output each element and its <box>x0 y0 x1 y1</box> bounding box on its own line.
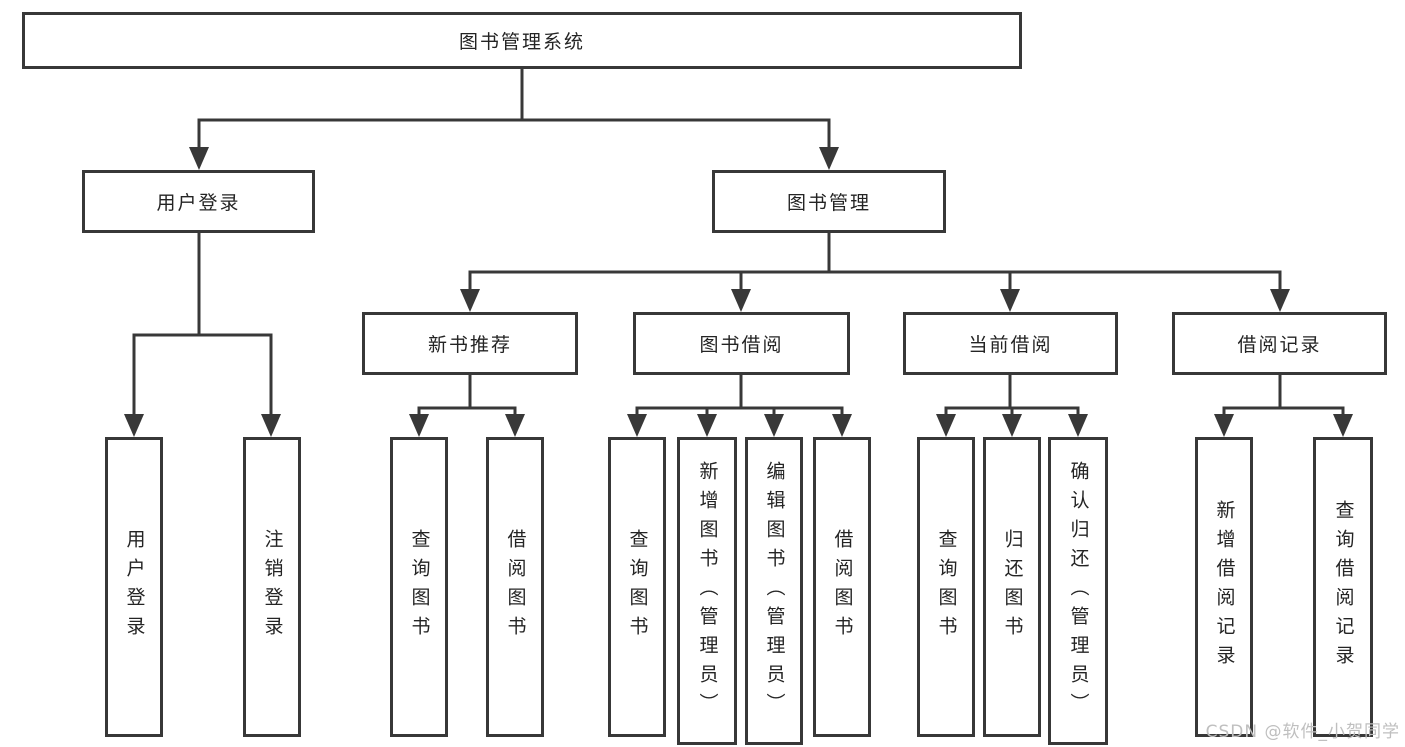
leaf-borrow-books-recommend: 借阅图书 <box>486 437 544 737</box>
leaf-edit-book-admin: 编辑图书（管理员） <box>745 437 803 745</box>
leaf-logout-label: 注销登录 <box>261 529 284 645</box>
csdn-watermark: CSDN @软件_小贺同学 <box>1205 722 1400 742</box>
leaf-query-books-current-label: 查询图书 <box>935 529 958 645</box>
leaf-return-book-label: 归还图书 <box>1001 529 1024 645</box>
node-book-management: 图书管理 <box>712 170 946 233</box>
leaf-user-login: 用户登录 <box>105 437 163 737</box>
leaf-query-borrow-record: 查询借阅记录 <box>1313 437 1373 737</box>
leaf-return-book: 归还图书 <box>983 437 1041 737</box>
leaf-borrow-books: 借阅图书 <box>813 437 871 737</box>
leaf-query-borrow-record-label: 查询借阅记录 <box>1332 500 1355 674</box>
leaf-query-books-current: 查询图书 <box>917 437 975 737</box>
leaf-confirm-return-admin-label: 确认归还（管理员） <box>1067 460 1090 722</box>
node-borrow-records: 借阅记录 <box>1172 312 1387 375</box>
leaf-add-book-admin-label: 新增图书（管理员） <box>696 460 719 722</box>
node-library-management-system: 图书管理系统 <box>22 12 1022 69</box>
leaf-query-books-recommend: 查询图书 <box>390 437 448 737</box>
leaf-borrow-books-recommend-label: 借阅图书 <box>504 529 527 645</box>
leaf-add-borrow-record: 新增借阅记录 <box>1195 437 1253 737</box>
leaf-add-borrow-record-label: 新增借阅记录 <box>1213 500 1236 674</box>
leaf-query-books-borrow-label: 查询图书 <box>626 529 649 645</box>
leaf-edit-book-admin-label: 编辑图书（管理员） <box>763 460 786 722</box>
leaf-query-books-borrow: 查询图书 <box>608 437 666 737</box>
leaf-logout: 注销登录 <box>243 437 301 737</box>
leaf-user-login-label: 用户登录 <box>123 529 146 645</box>
leaf-borrow-books-label: 借阅图书 <box>831 529 854 645</box>
leaf-query-books-recommend-label: 查询图书 <box>408 529 431 645</box>
node-book-borrow: 图书借阅 <box>633 312 850 375</box>
leaf-add-book-admin: 新增图书（管理员） <box>677 437 737 745</box>
arrowheads <box>124 147 1353 437</box>
node-new-book-recommend: 新书推荐 <box>362 312 578 375</box>
node-user-login-group: 用户登录 <box>82 170 315 233</box>
leaf-confirm-return-admin: 确认归还（管理员） <box>1048 437 1108 745</box>
node-current-borrow: 当前借阅 <box>903 312 1118 375</box>
